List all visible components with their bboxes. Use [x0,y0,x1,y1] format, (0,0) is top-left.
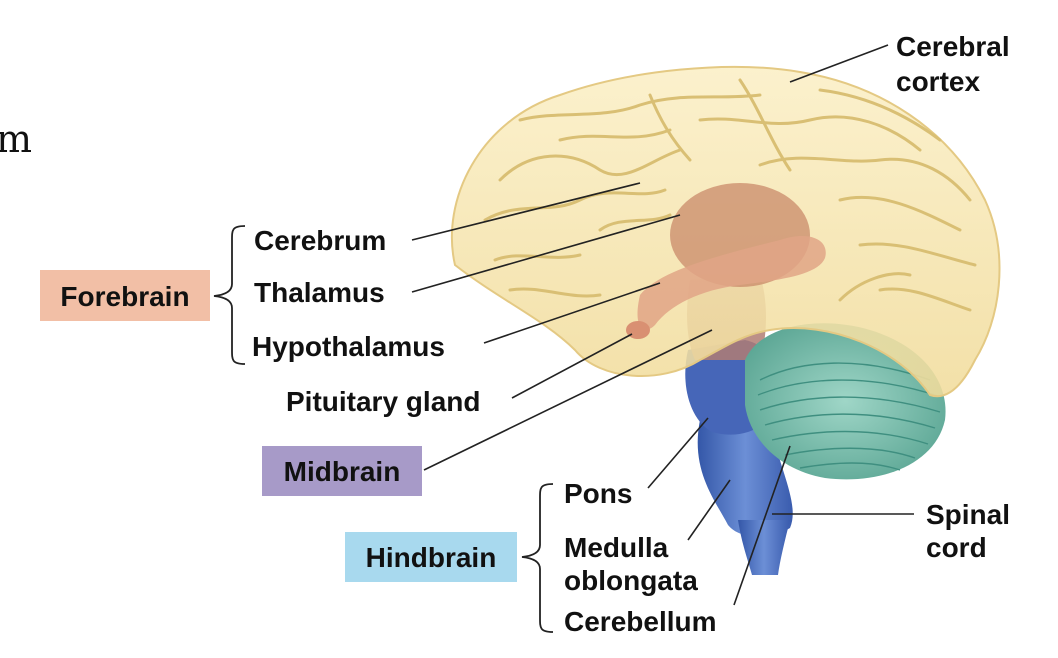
cerebral-cortex-label-line1: Cerebral [896,31,1010,62]
pituitary-gland-label: Pituitary gland [286,386,480,417]
leader-medulla [687,479,731,541]
cerebellum-label: Cerebellum [564,606,717,637]
leader-hypothalamus [483,282,661,344]
spinal-cord-shape [738,520,790,575]
forebrain-brace [213,225,246,365]
forebrain-box [40,270,210,321]
pons-label: Pons [564,478,632,509]
hypothalamus-label: Hypothalamus [252,331,445,362]
forebrain-label: Forebrain [60,281,189,312]
thalamus-label: Thalamus [254,277,385,308]
medulla-oblongata-label-line2: oblongata [564,565,698,596]
brain-illustration [450,65,1001,575]
cerebrum-label: Cerebrum [254,225,386,256]
medulla-oblongata-label-line1: Medulla [564,532,669,563]
midbrain-label: Midbrain [284,456,401,487]
cortex-gyri [483,78,977,312]
hindbrain-brace [521,483,554,633]
leader-cerebral-cortex [789,44,889,83]
leader-thalamus [411,214,681,293]
cerebellum-shape [745,323,946,480]
hindbrain-box [345,532,517,582]
cerebral-cortex-label-line2: cortex [896,66,980,97]
hypothalamus-shape [637,236,826,330]
leader-pituitary [511,333,633,399]
spinal-cord-label-line2: cord [926,532,987,563]
leader-lines [411,44,914,606]
edge-text: m [0,117,32,161]
pituitary-shape [626,321,650,339]
midbrain-box [262,446,422,496]
leader-cerebellum [733,445,791,606]
spinal-cord-label-line1: Spinal [926,499,1010,530]
leader-pons [647,417,709,489]
hindbrain-label: Hindbrain [366,542,497,573]
leader-cerebrum [411,182,641,241]
cerebellum-folia [757,362,941,471]
leader-midbrain [423,329,713,471]
